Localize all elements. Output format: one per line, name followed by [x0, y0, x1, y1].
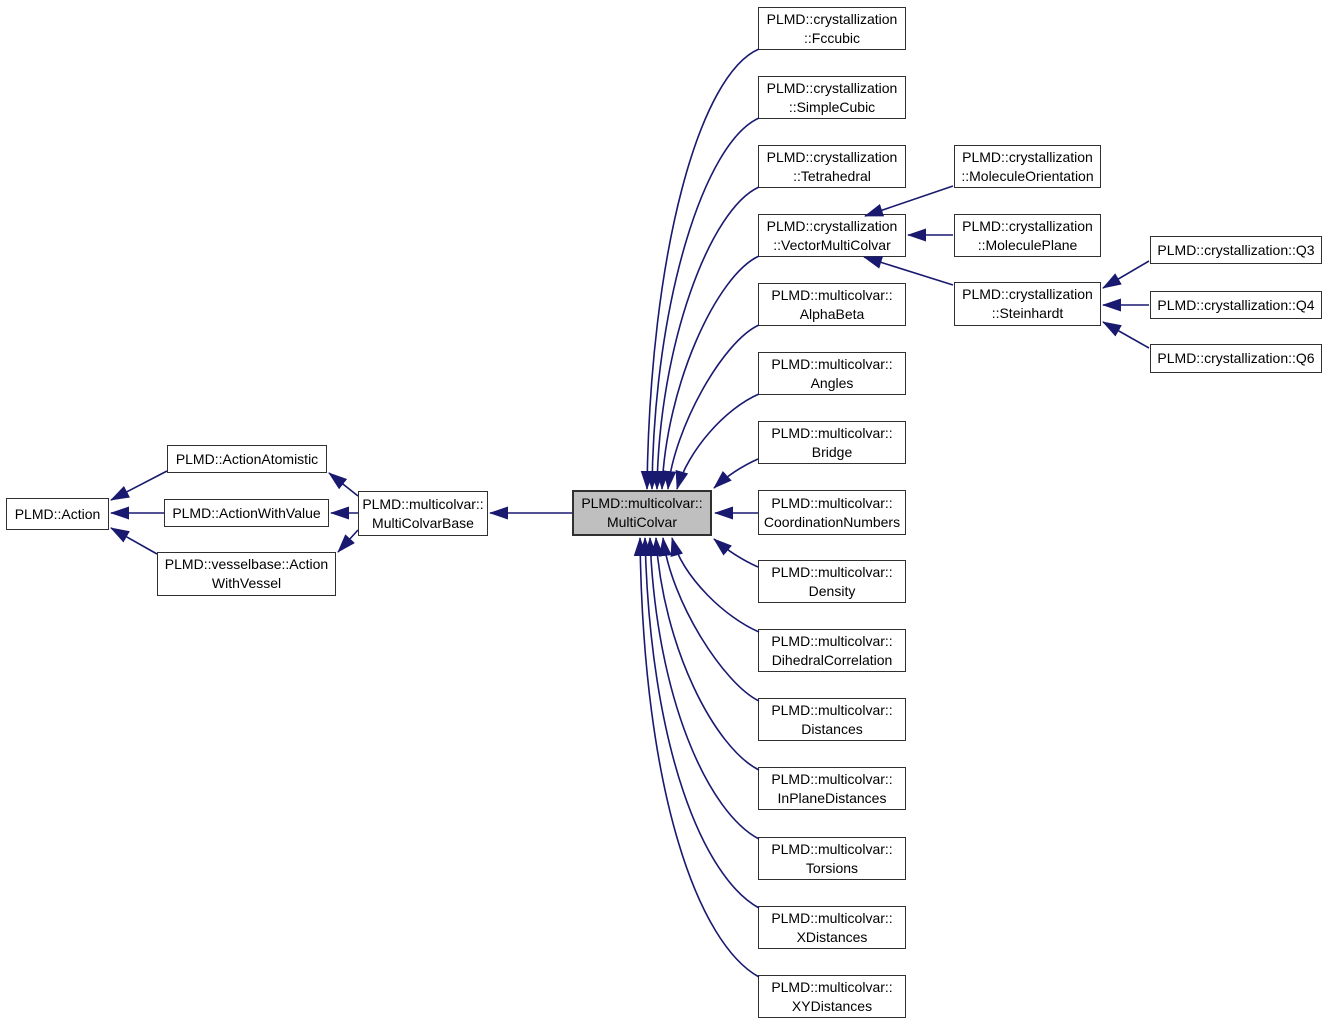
- node-label: PLMD::crystallization::Q3: [1157, 241, 1315, 258]
- node-label: PLMD::multicolvar::: [771, 978, 893, 995]
- edge-angles-to-multi-colvar: [675, 393, 760, 490]
- edge-bridge-to-multi-colvar: [713, 458, 759, 489]
- node-label: MultiColvarBase: [372, 514, 474, 531]
- node-action[interactable]: PLMD::Action: [6, 498, 109, 530]
- node-label: CoordinationNumbers: [763, 513, 901, 530]
- node-q6[interactable]: PLMD::crystallization::Q6: [1150, 344, 1322, 373]
- node-label: Angles: [810, 374, 854, 391]
- node-molecule-orientation[interactable]: PLMD::crystallization::MoleculeOrientati…: [954, 145, 1101, 188]
- node-angles[interactable]: PLMD::multicolvar::Angles: [758, 352, 906, 395]
- node-label: PLMD::crystallization: [962, 286, 1093, 302]
- edge-dihedral-correlation-to-multi-colvar: [670, 537, 760, 633]
- node-label: PLMD::ActionAtomistic: [175, 450, 319, 467]
- node-multi-colvar[interactable]: PLMD::multicolvar::MultiColvar: [572, 490, 712, 536]
- node-xy-distances[interactable]: PLMD::multicolvar::XYDistances: [758, 975, 906, 1018]
- edge-torsions-to-multi-colvar: [644, 537, 760, 840]
- edge-tetrahedral-to-multi-colvar: [650, 186, 760, 490]
- node-simple-cubic[interactable]: PLMD::crystallization::SimpleCubic: [758, 76, 906, 119]
- node-label: ::Tetrahedral: [793, 167, 871, 184]
- node-label: PLMD::vesselbase::Action: [164, 556, 329, 572]
- node-label: MultiColvar: [606, 514, 677, 530]
- edge-molecule-orientation-to-vector-multi-colvar: [864, 185, 954, 217]
- node-steinhardt[interactable]: PLMD::crystallization::Steinhardt: [954, 282, 1101, 326]
- node-label: ::SimpleCubic: [788, 98, 876, 115]
- node-tetrahedral[interactable]: PLMD::crystallization::Tetrahedral: [758, 145, 906, 188]
- node-action-with-value[interactable]: PLMD::ActionWithValue: [164, 499, 329, 527]
- node-label: PLMD::multicolvar::: [771, 770, 893, 787]
- node-torsions[interactable]: PLMD::multicolvar::Torsions: [758, 837, 906, 880]
- node-label: XYDistances: [791, 997, 873, 1014]
- node-label: DihedralCorrelation: [771, 651, 893, 668]
- node-bridge[interactable]: PLMD::multicolvar::Bridge: [758, 421, 906, 464]
- node-q3[interactable]: PLMD::crystallization::Q3: [1150, 236, 1322, 264]
- edge-multi-colvar-base-to-action-with-vessel: [337, 529, 359, 553]
- node-distances[interactable]: PLMD::multicolvar::Distances: [758, 698, 906, 741]
- node-label: ::Fccubic: [803, 29, 860, 46]
- node-multi-colvar-base[interactable]: PLMD::multicolvar::MultiColvarBase: [358, 491, 488, 536]
- edge-distances-to-multi-colvar: [658, 537, 760, 702]
- node-label: Distances: [801, 720, 863, 737]
- edge-q6-to-steinhardt: [1102, 321, 1150, 349]
- edge-q3-to-steinhardt: [1102, 260, 1150, 289]
- node-label: PLMD::multicolvar::: [771, 494, 893, 511]
- node-alpha-beta[interactable]: PLMD::multicolvar::AlphaBeta: [758, 283, 906, 326]
- edge-alpha-beta-to-multi-colvar: [663, 324, 760, 490]
- node-dihedral-correlation[interactable]: PLMD::multicolvar::DihedralCorrelation: [758, 629, 906, 672]
- edge-fccubic-to-multi-colvar: [640, 48, 760, 490]
- edge-multi-colvar-base-to-action-atomistic: [328, 472, 359, 497]
- node-density[interactable]: PLMD::multicolvar::Density: [758, 560, 906, 603]
- node-label: PLMD::multicolvar::: [771, 632, 893, 649]
- edge-in-plane-distances-to-multi-colvar: [650, 537, 760, 771]
- node-label: Bridge: [811, 443, 853, 460]
- node-vector-multi-colvar[interactable]: PLMD::crystallization::VectorMultiColvar: [758, 214, 906, 257]
- node-label: PLMD::ActionWithValue: [172, 504, 321, 521]
- node-label: ::VectorMultiColvar: [773, 236, 891, 253]
- node-label: PLMD::crystallization: [766, 148, 898, 165]
- edge-steinhardt-to-vector-multi-colvar: [863, 256, 954, 286]
- node-label: PLMD::multicolvar::: [581, 495, 703, 511]
- node-label: WithVessel: [211, 575, 282, 591]
- node-label: AlphaBeta: [799, 305, 865, 322]
- node-in-plane-distances[interactable]: PLMD::multicolvar::InPlaneDistances: [758, 767, 906, 810]
- node-label: PLMD::Action: [14, 505, 101, 522]
- node-label: PLMD::multicolvar::: [771, 563, 893, 580]
- node-label: PLMD::multicolvar::: [362, 495, 484, 512]
- node-x-distances[interactable]: PLMD::multicolvar::XDistances: [758, 906, 906, 949]
- node-label: InPlaneDistances: [777, 789, 887, 806]
- node-label: PLMD::crystallization: [962, 217, 1093, 234]
- node-label: PLMD::crystallization: [766, 217, 898, 234]
- node-label: PLMD::crystallization: [962, 148, 1093, 165]
- node-q4[interactable]: PLMD::crystallization::Q4: [1150, 291, 1322, 319]
- node-label: PLMD::multicolvar::: [771, 355, 893, 372]
- edge-action-atomistic-to-action: [110, 470, 168, 501]
- node-fccubic[interactable]: PLMD::crystallization::Fccubic: [758, 7, 906, 50]
- node-label: PLMD::crystallization::Q6: [1157, 350, 1315, 366]
- node-molecule-plane[interactable]: PLMD::crystallization::MoleculePlane: [954, 214, 1101, 257]
- node-label: PLMD::multicolvar::: [771, 909, 893, 926]
- edge-action-with-vessel-to-action: [110, 527, 158, 555]
- node-label: ::MoleculePlane: [977, 236, 1078, 253]
- edge-simple-cubic-to-multi-colvar: [645, 117, 760, 490]
- edge-xy-distances-to-multi-colvar: [633, 537, 760, 978]
- edge-x-distances-to-multi-colvar: [638, 537, 760, 909]
- node-label: PLMD::crystallization::Q4: [1157, 296, 1315, 313]
- node-label: PLMD::multicolvar::: [771, 424, 893, 441]
- node-coordination-numbers[interactable]: PLMD::multicolvar::CoordinationNumbers: [758, 490, 906, 535]
- node-label: PLMD::multicolvar::: [771, 286, 893, 303]
- edge-density-to-multi-colvar: [713, 538, 759, 568]
- node-label: ::MoleculeOrientation: [961, 167, 1094, 184]
- node-label: XDistances: [796, 928, 868, 945]
- node-label: PLMD::multicolvar::: [771, 701, 893, 718]
- node-label: Torsions: [805, 859, 859, 876]
- node-label: ::Steinhardt: [991, 305, 1064, 321]
- node-label: Density: [808, 582, 856, 599]
- edge-vector-multi-colvar-to-multi-colvar: [656, 255, 760, 490]
- node-label: PLMD::crystallization: [766, 79, 898, 96]
- node-label: PLMD::multicolvar::: [771, 840, 893, 857]
- node-label: PLMD::crystallization: [766, 10, 898, 27]
- node-action-atomistic[interactable]: PLMD::ActionAtomistic: [167, 445, 327, 473]
